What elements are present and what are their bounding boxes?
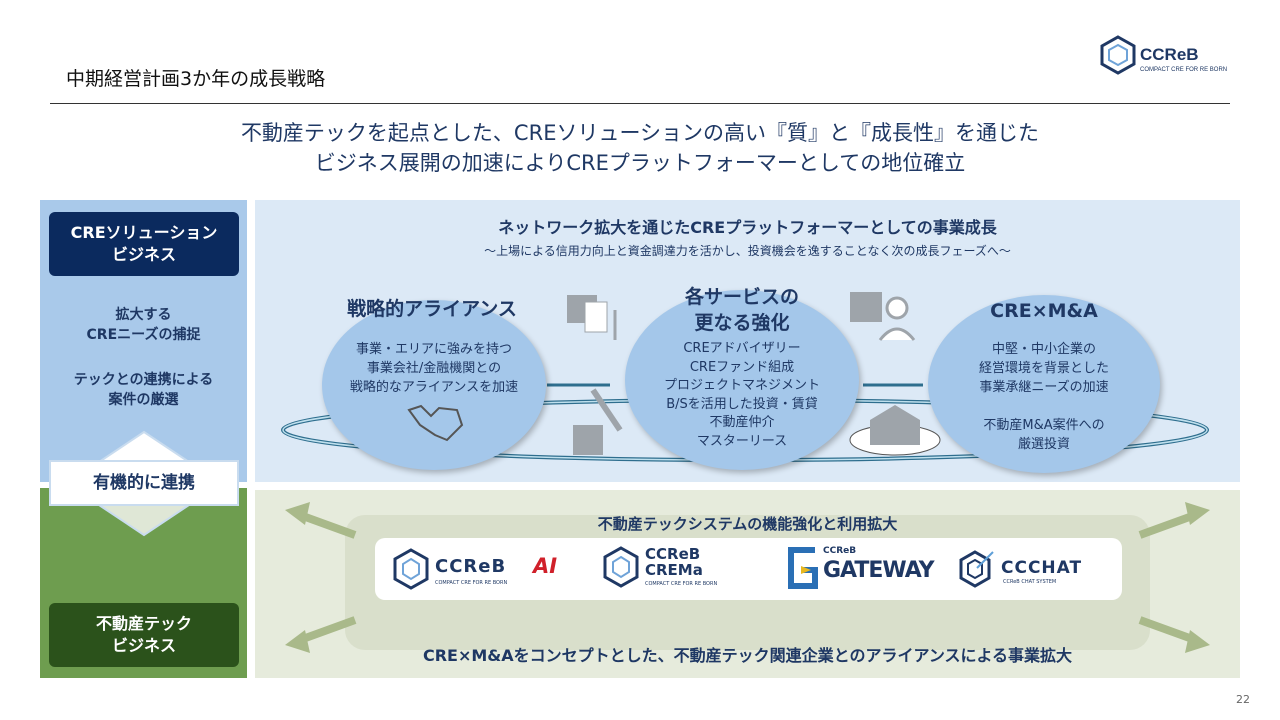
- organic-link-label: 有機的に連携: [49, 460, 239, 506]
- svg-text:CCReB: CCReB: [1140, 45, 1199, 64]
- label: CREニーズの捕捉: [86, 327, 201, 343]
- real-estate-tech-business-box: 不動産テック ビジネス: [49, 603, 239, 667]
- ccreb-ai-logo: CCReB AI COMPACT CRE FOR RE BORN: [393, 548, 563, 592]
- slide-title: 中期経営計画3か年の成長戦略: [66, 68, 326, 90]
- circle-title: 戦略的アライアンス: [347, 298, 517, 320]
- circle-cre-ma: CRE×M&A 中堅・中小企業の経営環境を背景とした事業承継ニーズの加速不動産M…: [928, 295, 1160, 473]
- headline-line-1: 不動産テックを起点とした、CREソリューションの高い『質』と『成長性』を通じた: [240, 121, 1040, 145]
- title-divider: [50, 103, 1230, 104]
- point-tech-selection: テックとの連携による案件の厳選: [40, 370, 247, 410]
- cre-solution-business-box: CREソリューション ビジネス: [49, 212, 239, 276]
- circle-body: 中堅・中小企業の経営環境を背景とした事業承継ニーズの加速不動産M&A案件への厳選…: [978, 342, 1109, 452]
- building-person-icon: [850, 292, 916, 341]
- top-panel-title: ネットワーク拡大を通じたCREプラットフォーマーとしての事業成長: [498, 218, 997, 237]
- bidirectional-arrow-icon: [95, 430, 193, 537]
- ccreb-gateway-logo: CCReB GATEWAY: [785, 544, 935, 594]
- label: 拡大する: [115, 307, 172, 323]
- top-panel-subtitle: 〜上場による信用力向上と資金調達力を活かし、投資機会を逸することなく次の成長フェ…: [484, 244, 1011, 258]
- circle-strategic-alliance: 戦略的アライアンス 事業・エリアに強みを持つ事業会社/金融機関との戦略的なアライ…: [322, 298, 546, 470]
- bottom-panel-footer: CRE×M&Aをコンセプトとした、不動産テック関連企業とのアライアンスによる事業…: [422, 646, 1073, 665]
- building-document-scale-icon: [567, 295, 617, 340]
- construction-crane-icon: [573, 388, 623, 455]
- handshake-icon: [407, 404, 464, 442]
- circle-title: 各サービスの更なる強化: [684, 286, 799, 334]
- circle-body: 事業・エリアに強みを持つ事業会社/金融機関との戦略的なアライアンスを加速: [349, 342, 519, 395]
- label: 案件の厳選: [108, 392, 179, 408]
- label: 不動産テック: [95, 614, 192, 633]
- label: テックとの連携による: [73, 372, 214, 388]
- label: CREソリューション: [70, 223, 218, 242]
- headline-line-2: ビジネス展開の加速によりCREプラットフォーマーとしての地位確立: [314, 151, 966, 175]
- label: ビジネス: [111, 245, 176, 264]
- page-number: 22: [1236, 693, 1250, 706]
- logo-hexagon-icon: CCReB COMPACT CRE FOR RE BORN: [1100, 35, 1227, 75]
- svg-text:COMPACT CRE FOR RE BORN: COMPACT CRE FOR RE BORN: [1140, 67, 1227, 73]
- warehouse-icon: [849, 405, 941, 456]
- ccchat-logo: CCCHAT CCReB CHAT SYSTEM: [957, 548, 1107, 592]
- circle-title: CRE×M&A: [990, 300, 1098, 322]
- point-cre-needs: 拡大する CREニーズの捕捉: [40, 305, 247, 345]
- label: ビジネス: [111, 636, 176, 655]
- product-logos: CCReB AI COMPACT CRE FOR RE BORN CCReB C…: [375, 538, 1122, 600]
- company-logo: CCReB COMPACT CRE FOR RE BORN: [1100, 34, 1232, 76]
- ccreb-crema-logo: CCReB CREMa COMPACT CRE FOR RE BORN: [603, 546, 763, 592]
- bottom-panel-title: 不動産テックシステムの機能強化と利用拡大: [597, 515, 898, 533]
